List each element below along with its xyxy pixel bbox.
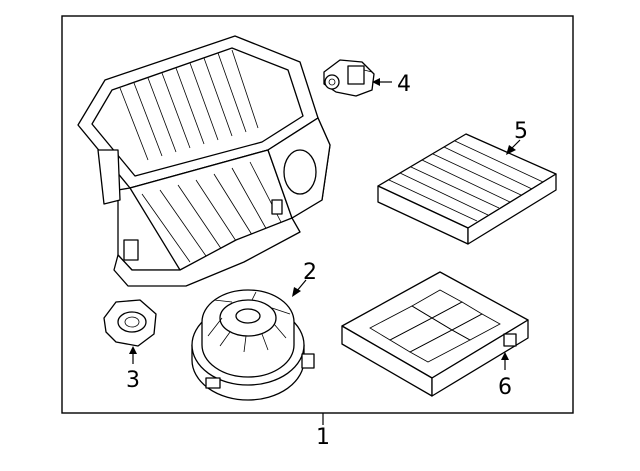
bracket-part — [103, 299, 157, 347]
blower-motor — [191, 289, 315, 401]
leader-arrow-3 — [129, 346, 137, 354]
callout-5: 5 — [514, 119, 528, 144]
callout-1: 1 — [316, 425, 330, 450]
callout-4: 4 — [397, 72, 411, 97]
leader-arrow-4 — [372, 78, 380, 86]
leader-arrow-5 — [506, 145, 516, 155]
assembly-frame — [61, 15, 574, 414]
leader-arrow-2 — [292, 287, 301, 297]
callout-3: 3 — [126, 368, 140, 393]
cabin-filter — [377, 133, 557, 245]
hvac-housing — [77, 35, 331, 287]
filter-tray — [341, 271, 529, 397]
sensor-part — [323, 59, 375, 97]
leader-arrow-6 — [501, 352, 509, 360]
callout-2: 2 — [303, 260, 317, 285]
callout-6: 6 — [498, 375, 512, 400]
